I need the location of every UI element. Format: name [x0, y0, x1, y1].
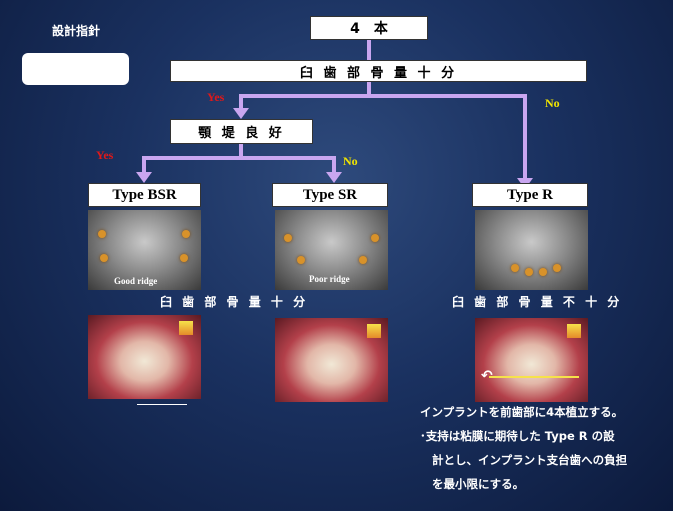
implant-marker: [359, 256, 367, 264]
no-label-2: No: [343, 154, 358, 168]
connector-level2-no: [241, 156, 336, 174]
note-line-2: ･支持は粘膜に期待した Type R の設: [420, 429, 615, 443]
level2-box: 顎 堤 良 好: [170, 119, 313, 144]
implant-marker: [525, 268, 533, 276]
arrowhead-bsr: [136, 172, 152, 183]
note-line-4: を最小限にする。: [432, 477, 525, 491]
arrowhead-sr: [326, 172, 342, 183]
abutment-marker: [367, 324, 381, 338]
implant-marker: [180, 254, 188, 262]
mouth-photo-sr: [275, 318, 388, 402]
connector-level1-yes: [239, 82, 371, 110]
implant-marker: [553, 264, 561, 272]
note-line-1: インプラントを前歯部に4本植立する。: [420, 405, 624, 419]
slide-label: 設計指針: [52, 24, 101, 38]
abutment-marker: [179, 321, 193, 335]
abutment-marker: [567, 324, 581, 338]
jaw-photo-r: [475, 210, 588, 290]
implant-marker: [539, 268, 547, 276]
arrowhead-level2: [233, 108, 249, 119]
good-ridge-caption: Good ridge: [114, 276, 158, 286]
implant-marker: [511, 264, 519, 272]
blank-label-box: [22, 53, 129, 85]
top-box: 4 本: [310, 16, 428, 40]
no-label-1: No: [545, 96, 560, 110]
implant-marker: [98, 230, 106, 238]
bone-enough-label: 臼 歯 部 骨 量 十 分: [160, 295, 309, 309]
jaw-photo-sr: Poor ridge: [275, 210, 388, 290]
rotate-arrow-icon: ↶: [481, 368, 493, 384]
connector-level2-yes: [142, 144, 243, 174]
type-r-box: Type R: [472, 183, 588, 207]
bone-not-enough-label: 臼 歯 部 骨 量 不 十 分: [452, 295, 623, 309]
yes-label-1: Yes: [207, 90, 225, 104]
implant-marker: [371, 234, 379, 242]
implant-marker: [182, 230, 190, 238]
type-sr-box: Type SR: [272, 183, 388, 207]
note-line-3: 計とし、インプラント支台歯への負担: [432, 453, 628, 467]
implant-marker: [100, 254, 108, 262]
implant-marker: [297, 256, 305, 264]
yes-label-2: Yes: [96, 148, 114, 162]
mouth-photo-r: ↶: [475, 318, 588, 402]
level1-box: 臼 歯 部 骨 量 十 分: [170, 60, 587, 82]
small-underline: [137, 404, 187, 405]
mouth-photo-bsr: [88, 315, 201, 399]
poor-ridge-caption: Poor ridge: [309, 274, 350, 284]
type-bsr-box: Type BSR: [88, 183, 201, 207]
implant-marker: [284, 234, 292, 242]
jaw-photo-bsr: Good ridge: [88, 210, 201, 290]
bar-line: [489, 376, 579, 378]
connector-level1-no: [369, 94, 527, 180]
